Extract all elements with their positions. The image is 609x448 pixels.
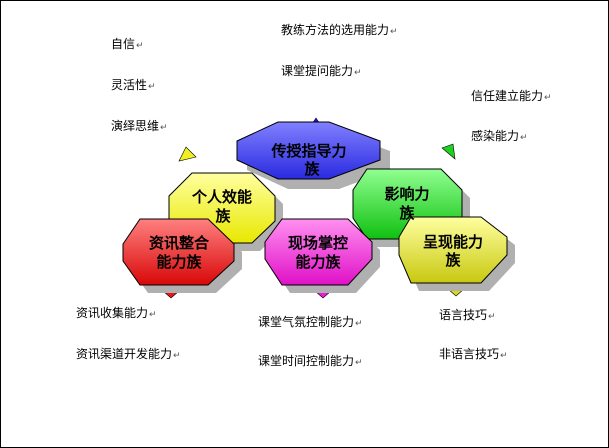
title-influ-1: 影响力: [384, 185, 429, 203]
label-self-2: 灵活性↵: [111, 78, 156, 92]
cluster-teach: [236, 121, 390, 189]
label-info-1: 资讯收集能力↵: [76, 306, 157, 320]
cluster-info: [122, 218, 242, 293]
label-influ-1: 信任建立能力↵: [471, 89, 552, 103]
title-self-1: 个人效能: [191, 188, 252, 206]
label-teach-1: 教练方法的选用能力↵: [281, 23, 398, 37]
label-influ-2: 感染能力↵: [471, 129, 528, 143]
label-teach-2: 课堂提问能力↵: [281, 64, 362, 78]
title-onsite-2: 能力族: [295, 253, 341, 271]
label-self-1: 自信↵: [111, 37, 144, 51]
title-present-2: 族: [445, 251, 461, 269]
arrow-up-self: [178, 146, 197, 162]
arrow-up-influ: [441, 143, 456, 160]
title-teach-2: 族: [304, 160, 320, 178]
cluster-present: [398, 216, 515, 291]
label-self-3: 演绎思维↵: [111, 119, 168, 133]
label-info-2: 资讯渠道开发能力↵: [76, 347, 181, 361]
title-present-1: 呈现能力: [423, 233, 483, 251]
title-self-2: 族: [215, 207, 231, 225]
title-info-2: 能力族: [156, 253, 202, 271]
title-onsite-1: 现场掌控: [288, 234, 348, 252]
label-present-2: 非语言技巧↵: [439, 347, 508, 361]
cluster-onsite: [264, 218, 380, 293]
label-onsite-2: 课堂时间控制能力↵: [258, 354, 363, 368]
title-teach-1: 传授指导力: [270, 142, 346, 160]
label-present-1: 语言技巧↵: [439, 308, 496, 322]
title-influ-2: 族: [399, 204, 415, 222]
title-info-1: 资讯整合: [149, 234, 210, 252]
label-onsite-1: 课堂气氛控制能力↵: [258, 315, 363, 329]
